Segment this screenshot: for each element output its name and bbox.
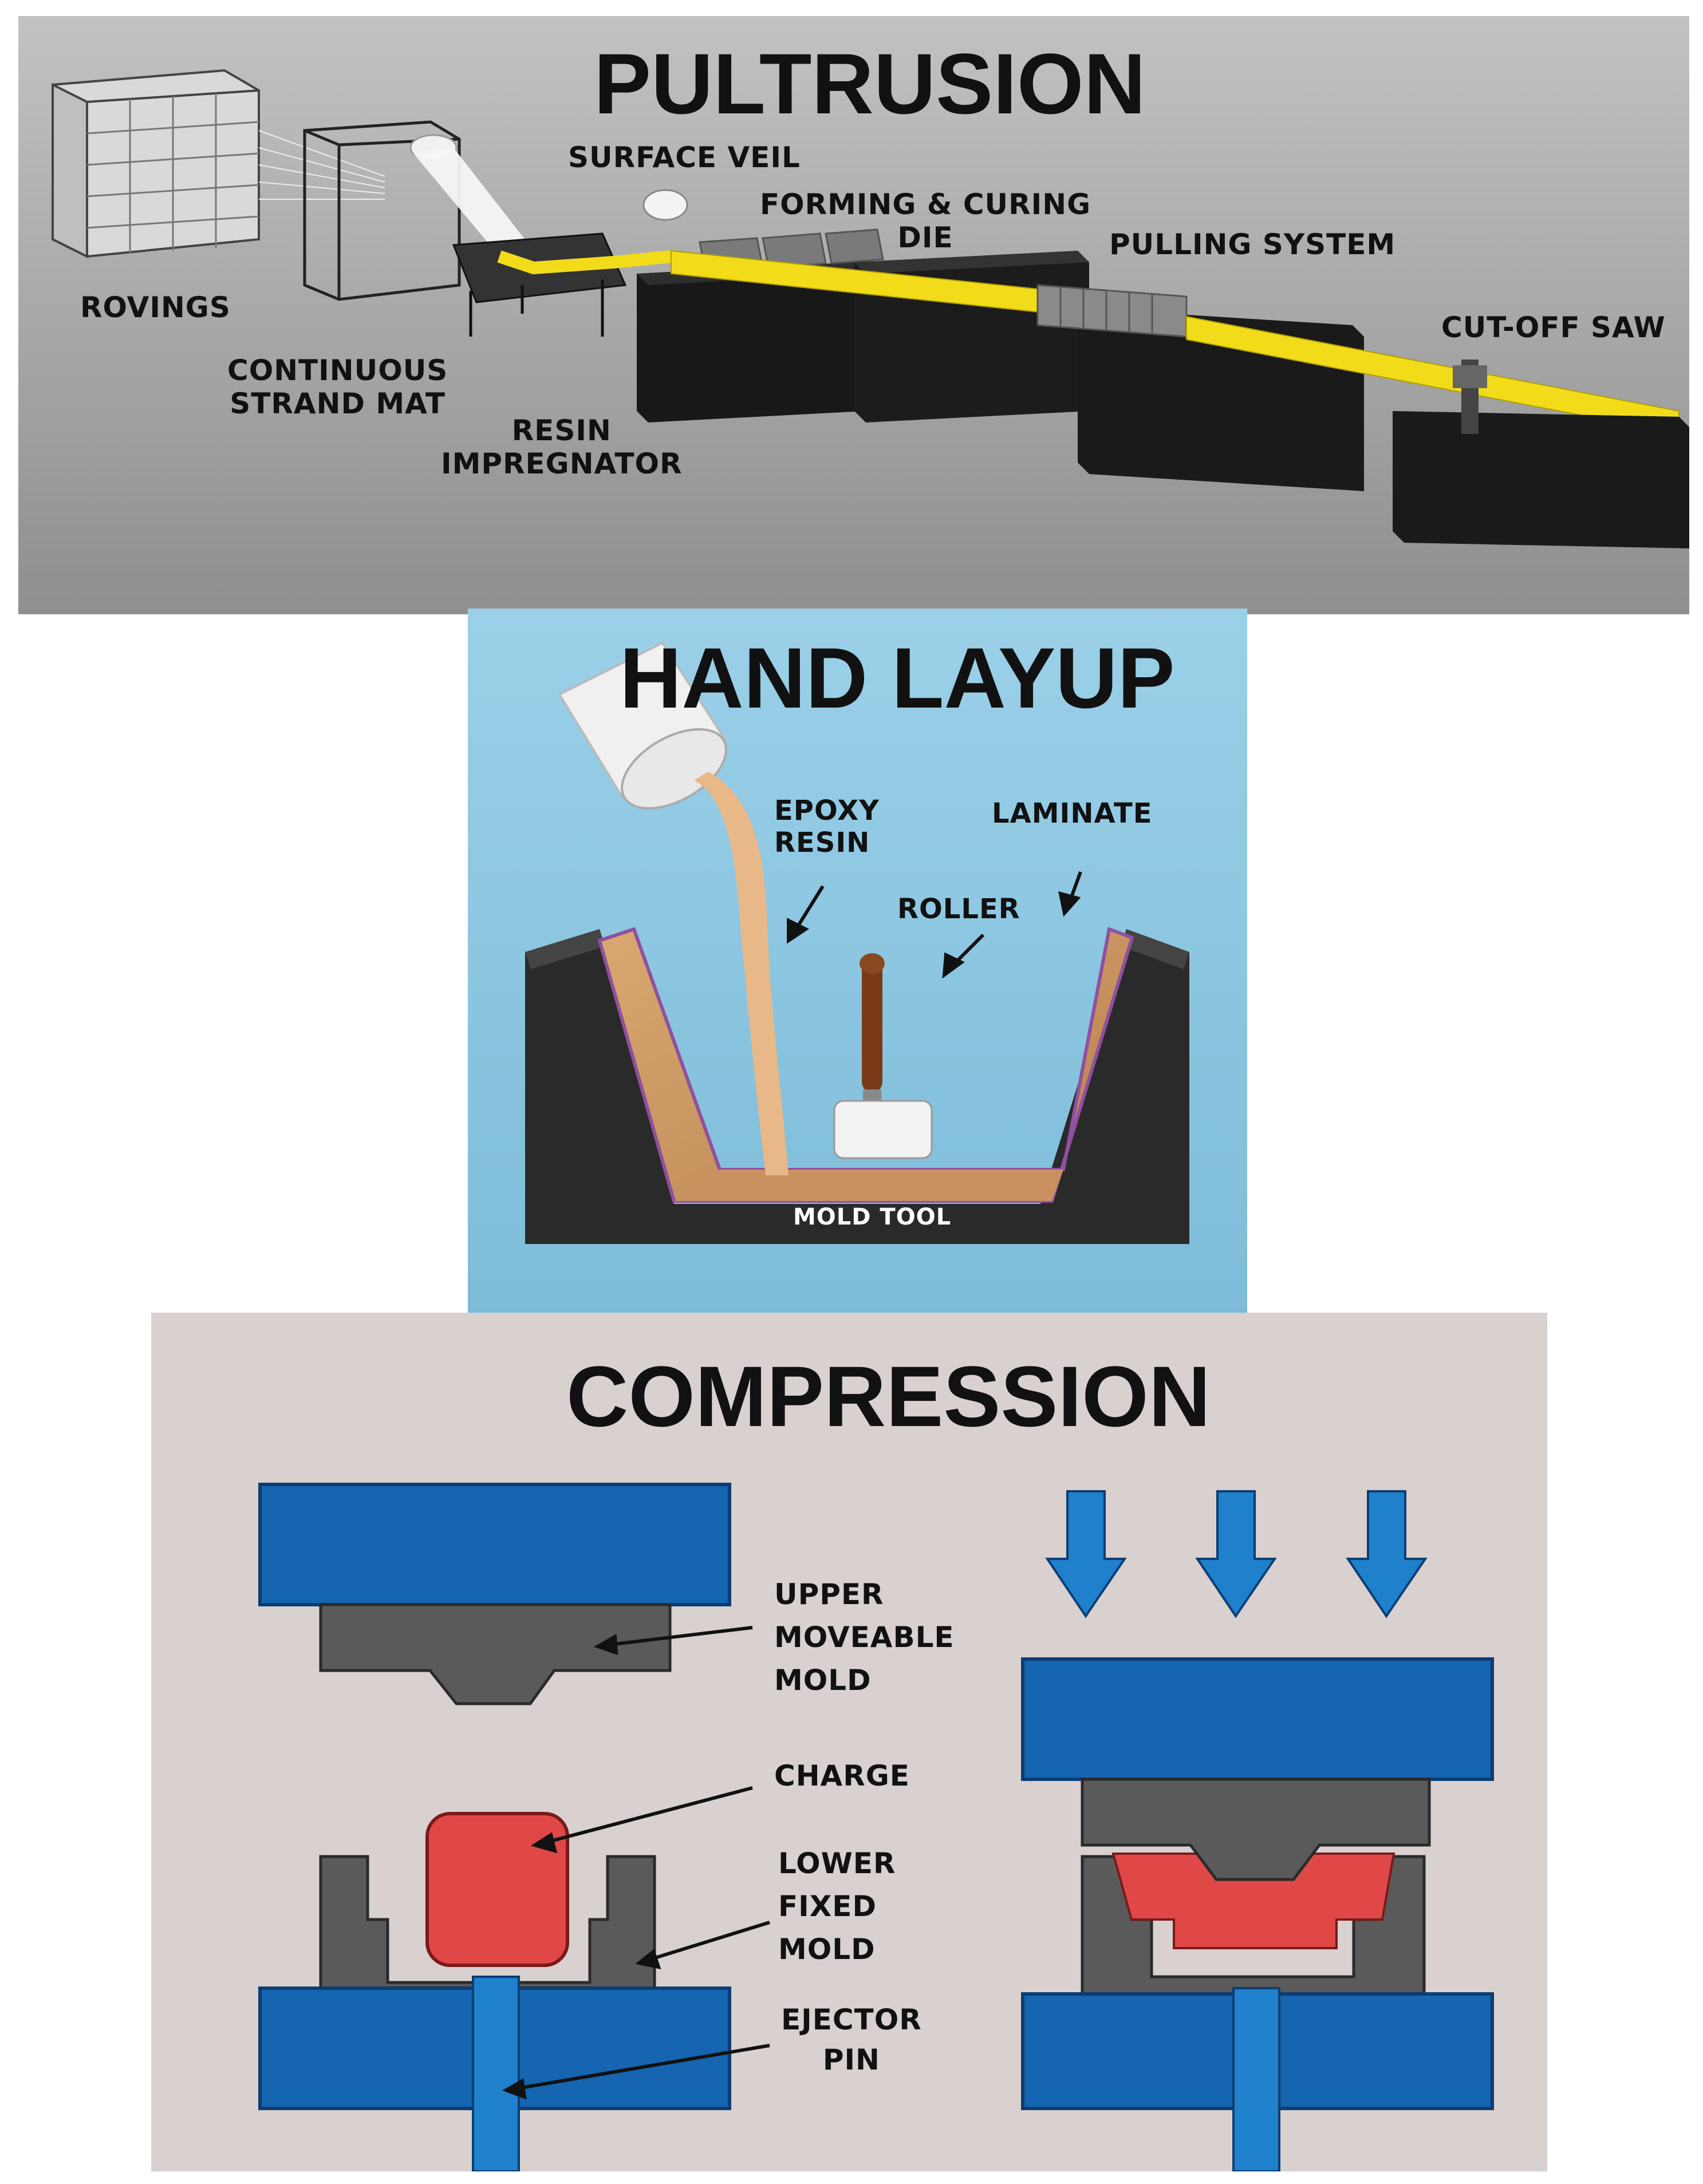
compression-panel: COMPRESSION UPPER MOVEABLE MOLD CHARGE L…	[151, 1313, 1547, 2171]
upper-moveable-mold	[319, 1603, 672, 1705]
compressed-charge	[1111, 1853, 1395, 1949]
upper-mold-closed	[1081, 1778, 1431, 1881]
epoxy-resin-stream	[694, 772, 789, 1175]
label-charge: CHARGE	[774, 1759, 910, 1792]
ejector-pin-closed	[1232, 1987, 1280, 2171]
laminate-layer	[597, 926, 1134, 1203]
hand-layup-arrows	[787, 871, 1082, 979]
label-rovings: ROVINGS	[80, 291, 231, 324]
cut-off-saw	[1453, 360, 1487, 434]
label-lower-fixed-mold: LOWER FIXED MOLD	[778, 1847, 896, 1966]
roving-fibers	[258, 130, 385, 200]
press-arrow-1	[1045, 1490, 1127, 1618]
press-arrow-2	[1195, 1490, 1277, 1618]
hand-layup-title: HAND LAYUP	[620, 630, 1175, 726]
hand-layup-panel: HAND LAYUP EPOXY RESIN LAMINATE ROLLER M…	[468, 609, 1247, 1316]
pultrusion-title: PULTRUSION	[594, 35, 1146, 132]
label-resin-impregnator: RESIN IMPREGNATOR	[441, 414, 683, 480]
label-surface-veil: SURFACE VEIL	[568, 141, 801, 174]
compression-illustration	[151, 1313, 1547, 2171]
label-upper-moveable-mold: UPPER MOVEABLE MOLD	[774, 1578, 955, 1697]
mat-sheet	[413, 148, 534, 256]
label-roller: ROLLER	[897, 893, 1020, 925]
roller	[833, 953, 933, 1159]
compression-leader-arrows	[502, 1626, 770, 2100]
hand-layup-illustration	[468, 609, 1247, 1316]
pultrusion-illustration	[18, 16, 1689, 614]
ejector-pin	[472, 1976, 520, 2171]
label-continuous-strand-mat: CONTINUOUS STRAND MAT	[227, 354, 448, 420]
wet-profile-strip	[497, 250, 672, 275]
label-ejector-pin: EJECTOR PIN	[781, 2003, 922, 2076]
label-laminate: LAMINATE	[992, 797, 1153, 830]
label-cut-off-saw: CUT-OFF SAW	[1441, 311, 1666, 344]
label-pulling-system: PULLING SYSTEM	[1109, 228, 1396, 261]
surface-veil-roll	[642, 189, 688, 221]
saw-base	[1393, 411, 1689, 548]
press-arrow-3	[1346, 1490, 1428, 1618]
pultrusion-panel: PULTRUSION ROVINGS CONTINUOUS STRAND MAT…	[18, 16, 1689, 614]
rovings-crate	[52, 69, 260, 259]
upper-platen-closed	[1021, 1657, 1494, 1781]
label-epoxy-resin: EPOXY RESIN	[774, 795, 880, 859]
upper-platen-open	[258, 1483, 731, 1606]
charge	[425, 1812, 569, 1967]
compression-title: COMPRESSION	[566, 1348, 1211, 1444]
label-mold-tool: MOLD TOOL	[793, 1204, 952, 1230]
resin-bucket	[558, 641, 727, 810]
label-forming-curing-die: FORMING & CURING DIE	[760, 188, 1091, 254]
press-force-arrows	[1045, 1490, 1428, 1618]
